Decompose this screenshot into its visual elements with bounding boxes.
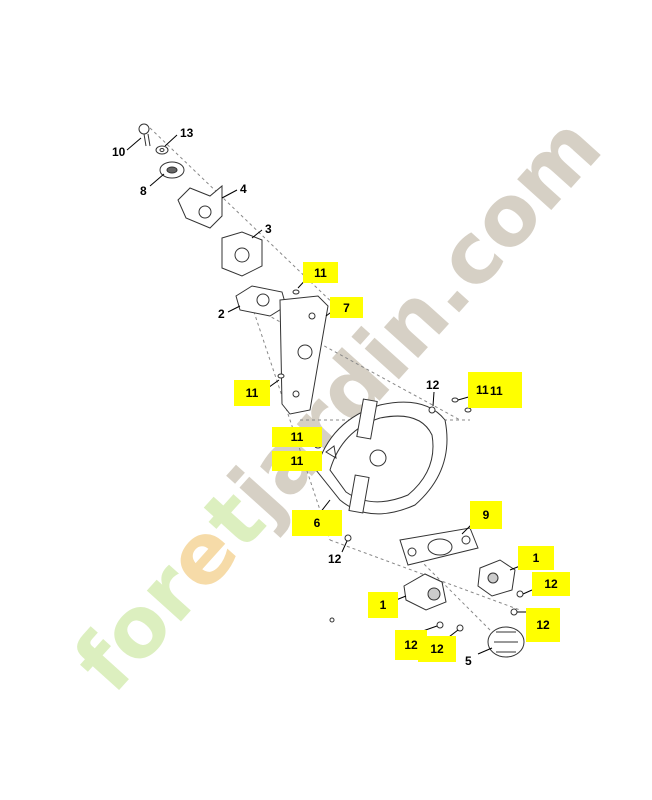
label-part-11-d: 11: [490, 384, 503, 398]
label-part-11-highlight-f: 11: [272, 451, 322, 471]
label-part-12-top: 12: [426, 378, 440, 392]
label-part-12-highlight-b: 12: [526, 608, 560, 642]
label-part-13: 13: [180, 126, 194, 140]
label-part-4: 4: [240, 182, 247, 196]
disc-6: [315, 398, 448, 515]
label-part-3: 3: [265, 222, 272, 236]
bracket-4: [177, 184, 223, 229]
label-part-6-highlight: 6: [292, 510, 342, 536]
label-part-1-highlight-left: 1: [368, 592, 398, 618]
label-part-11-highlight-a: 11: [303, 262, 338, 283]
label-part-8: 8: [140, 184, 147, 198]
label-part-9-highlight: 9: [470, 501, 502, 529]
label-part-2: 2: [218, 307, 225, 321]
label-part-7-highlight: 7: [330, 297, 363, 318]
label-part-12-highlight-d: 12: [418, 636, 456, 662]
hub-8: [159, 161, 185, 179]
label-part-12-highlight-a: 12: [532, 572, 570, 596]
screws-12: [344, 406, 524, 632]
label-part-12-left: 12: [328, 552, 342, 566]
clip-1-right: [477, 559, 516, 597]
bolt-10: [138, 123, 151, 147]
bracket-3: [221, 231, 263, 277]
blade-7: [279, 295, 329, 415]
washer-13: [155, 145, 169, 155]
label-part-11-highlight-e: 11: [272, 427, 322, 447]
label-part-1-highlight-right: 1: [518, 546, 554, 570]
plate-9: [399, 527, 479, 566]
label-part-11-highlight-b: 11: [234, 380, 270, 406]
hub-5: [487, 626, 525, 658]
clip-1-left: [403, 573, 447, 611]
label-part-11-highlight-c: 11: [468, 372, 522, 408]
label-part-10: 10: [112, 145, 126, 159]
label-part-5: 5: [465, 654, 472, 668]
bracket-2: [235, 285, 287, 317]
